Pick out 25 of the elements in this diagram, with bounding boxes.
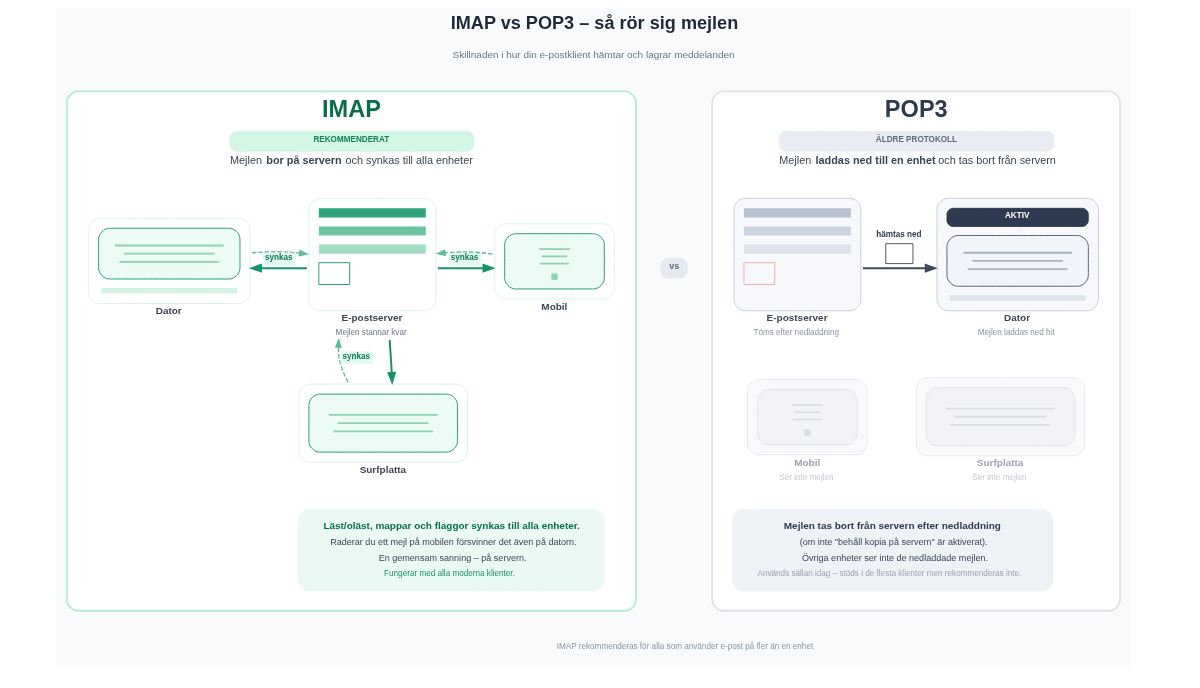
- node-label: Dator: [1004, 312, 1031, 324]
- arrow: [387, 339, 397, 386]
- arrow: [248, 263, 308, 273]
- node-label: Dator: [155, 305, 182, 317]
- node-label: E-postserver: [341, 312, 403, 324]
- node-label: Mobil: [794, 456, 821, 468]
- node-label: Töms efter nedladdning: [753, 328, 839, 338]
- node-label: Surfplatta: [976, 457, 1024, 469]
- node-label: Mejlen laddas ned hit: [977, 328, 1055, 338]
- label: Skillnaden i hur din e-postklient hämtar och lagrar meddelanden: [452, 48, 735, 60]
- arrow: [436, 263, 496, 273]
- diagram-title: IMAP vs POP3 – så rör sig mejlen: [450, 12, 739, 33]
- node-label: Mobil: [541, 300, 568, 312]
- arrow: [334, 337, 349, 383]
- node-label: E-postserver: [766, 312, 828, 324]
- edge-label: synkas: [342, 351, 371, 361]
- arrow: [861, 263, 938, 273]
- edge-label: synkas: [450, 253, 479, 263]
- arrow: [435, 249, 494, 257]
- node-label: Surfplatta: [359, 463, 407, 475]
- edge-label: synkas: [264, 253, 293, 263]
- node-label: Mejlen stannar kvar: [335, 328, 407, 338]
- arrow: [251, 249, 309, 257]
- caption: IMAP rekommenderas för alla som använder e-post på fler än en enhet: [556, 641, 814, 651]
- edge-label: hämtas ned: [876, 229, 922, 239]
